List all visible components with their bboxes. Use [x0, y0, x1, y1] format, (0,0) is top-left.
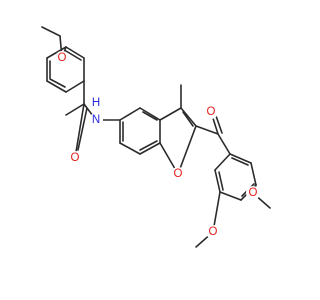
atom-labels: N H O O O O O O	[55, 51, 260, 239]
bond-line	[142, 111, 158, 121]
atom-label-amide-o: O	[71, 152, 80, 164]
bond-line	[195, 125, 219, 135]
bond-line	[119, 142, 141, 155]
bond-line	[139, 142, 161, 155]
atom-label-furan-o: O	[174, 168, 183, 180]
bond-line	[159, 107, 182, 121]
atom-label-amide-n: N	[92, 114, 100, 126]
bond-line	[218, 171, 224, 191]
bond-line	[65, 46, 85, 59]
bond-line	[46, 80, 67, 93]
bond-line	[214, 153, 231, 171]
bond-lines	[41, 26, 271, 248]
bond-line	[180, 107, 197, 127]
bond-line	[139, 107, 161, 121]
atom-label-amide-h: H	[92, 97, 100, 109]
bond-line	[65, 50, 82, 61]
bond-line	[182, 111, 194, 127]
bond-line	[214, 169, 221, 193]
atom-label-methoxy-o-3: O	[209, 226, 218, 238]
bond-line	[231, 157, 249, 166]
bond-line	[217, 133, 231, 155]
bond-line	[77, 107, 88, 151]
molecule-structure-diagram: N H O O O O O O	[41, 26, 271, 248]
bond-line	[139, 140, 158, 151]
bond-line	[119, 107, 141, 121]
bond-line	[41, 26, 61, 37]
bond-line	[229, 153, 252, 164]
bond-line	[46, 46, 67, 59]
atom-label-ketone-o: O	[207, 106, 216, 118]
bond-line	[74, 103, 85, 159]
bond-line	[219, 191, 242, 201]
bond-line	[65, 103, 85, 116]
bond-line	[65, 80, 85, 93]
bond-line	[250, 162, 257, 186]
bond-line	[177, 125, 197, 175]
atom-label-methoxy-o-4: O	[249, 187, 258, 199]
bond-line	[49, 78, 66, 88]
atom-label-methoxy-o-top: O	[58, 52, 67, 64]
